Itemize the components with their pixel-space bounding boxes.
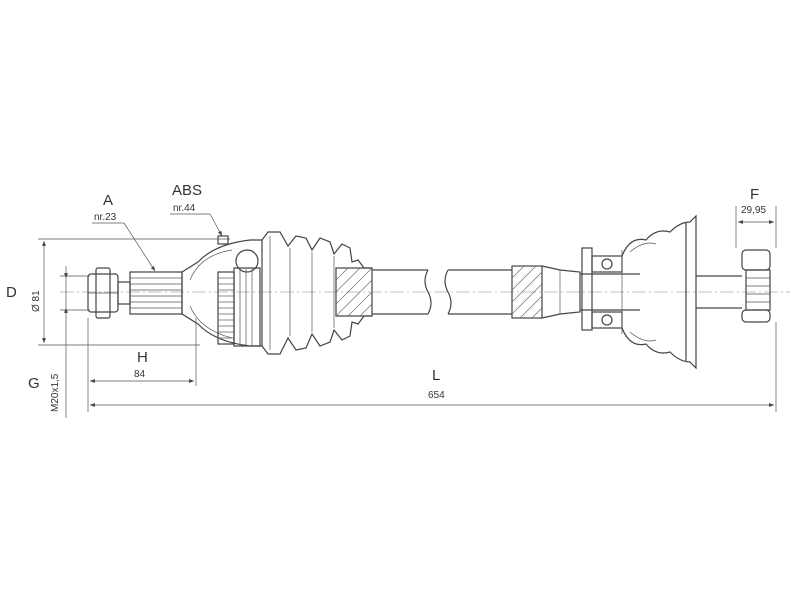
label-d-value: Ø 81 <box>31 290 42 312</box>
label-abs: ABS nr.44 <box>170 182 223 237</box>
label-a: A nr.23 <box>92 192 156 272</box>
label-a-letter: A <box>103 192 113 209</box>
label-abs-letter: ABS <box>172 182 202 199</box>
label-f: F 29,95 <box>735 186 777 248</box>
dim-h: H 84 <box>87 318 197 412</box>
label-d-letter: D <box>6 284 17 301</box>
shaft-right <box>444 265 640 319</box>
label-abs-note: nr.44 <box>173 203 196 214</box>
threaded-stub <box>117 271 183 315</box>
wheel-nut <box>87 267 119 319</box>
dim-d: D Ø 81 <box>6 238 230 346</box>
label-g-letter: G <box>28 375 40 392</box>
outer-cv-joint <box>181 235 263 347</box>
outer-boot <box>261 231 373 355</box>
inner-shaft-end <box>696 249 771 323</box>
label-f-letter: F <box>750 186 759 203</box>
label-g-value: M20x1,5 <box>50 373 61 412</box>
shaft-left <box>372 269 432 315</box>
label-f-value: 29,95 <box>741 205 766 216</box>
dim-g: G M20x1,5 <box>28 266 90 418</box>
label-l-letter: L <box>432 367 440 384</box>
label-h-letter: H <box>137 349 148 366</box>
label-a-note: nr.23 <box>94 212 117 223</box>
label-l-value: 654 <box>428 390 445 401</box>
dim-l: L 654 <box>90 322 777 412</box>
inner-boot <box>621 214 697 370</box>
label-h-value: 84 <box>134 369 146 380</box>
inner-bearing <box>581 247 623 334</box>
